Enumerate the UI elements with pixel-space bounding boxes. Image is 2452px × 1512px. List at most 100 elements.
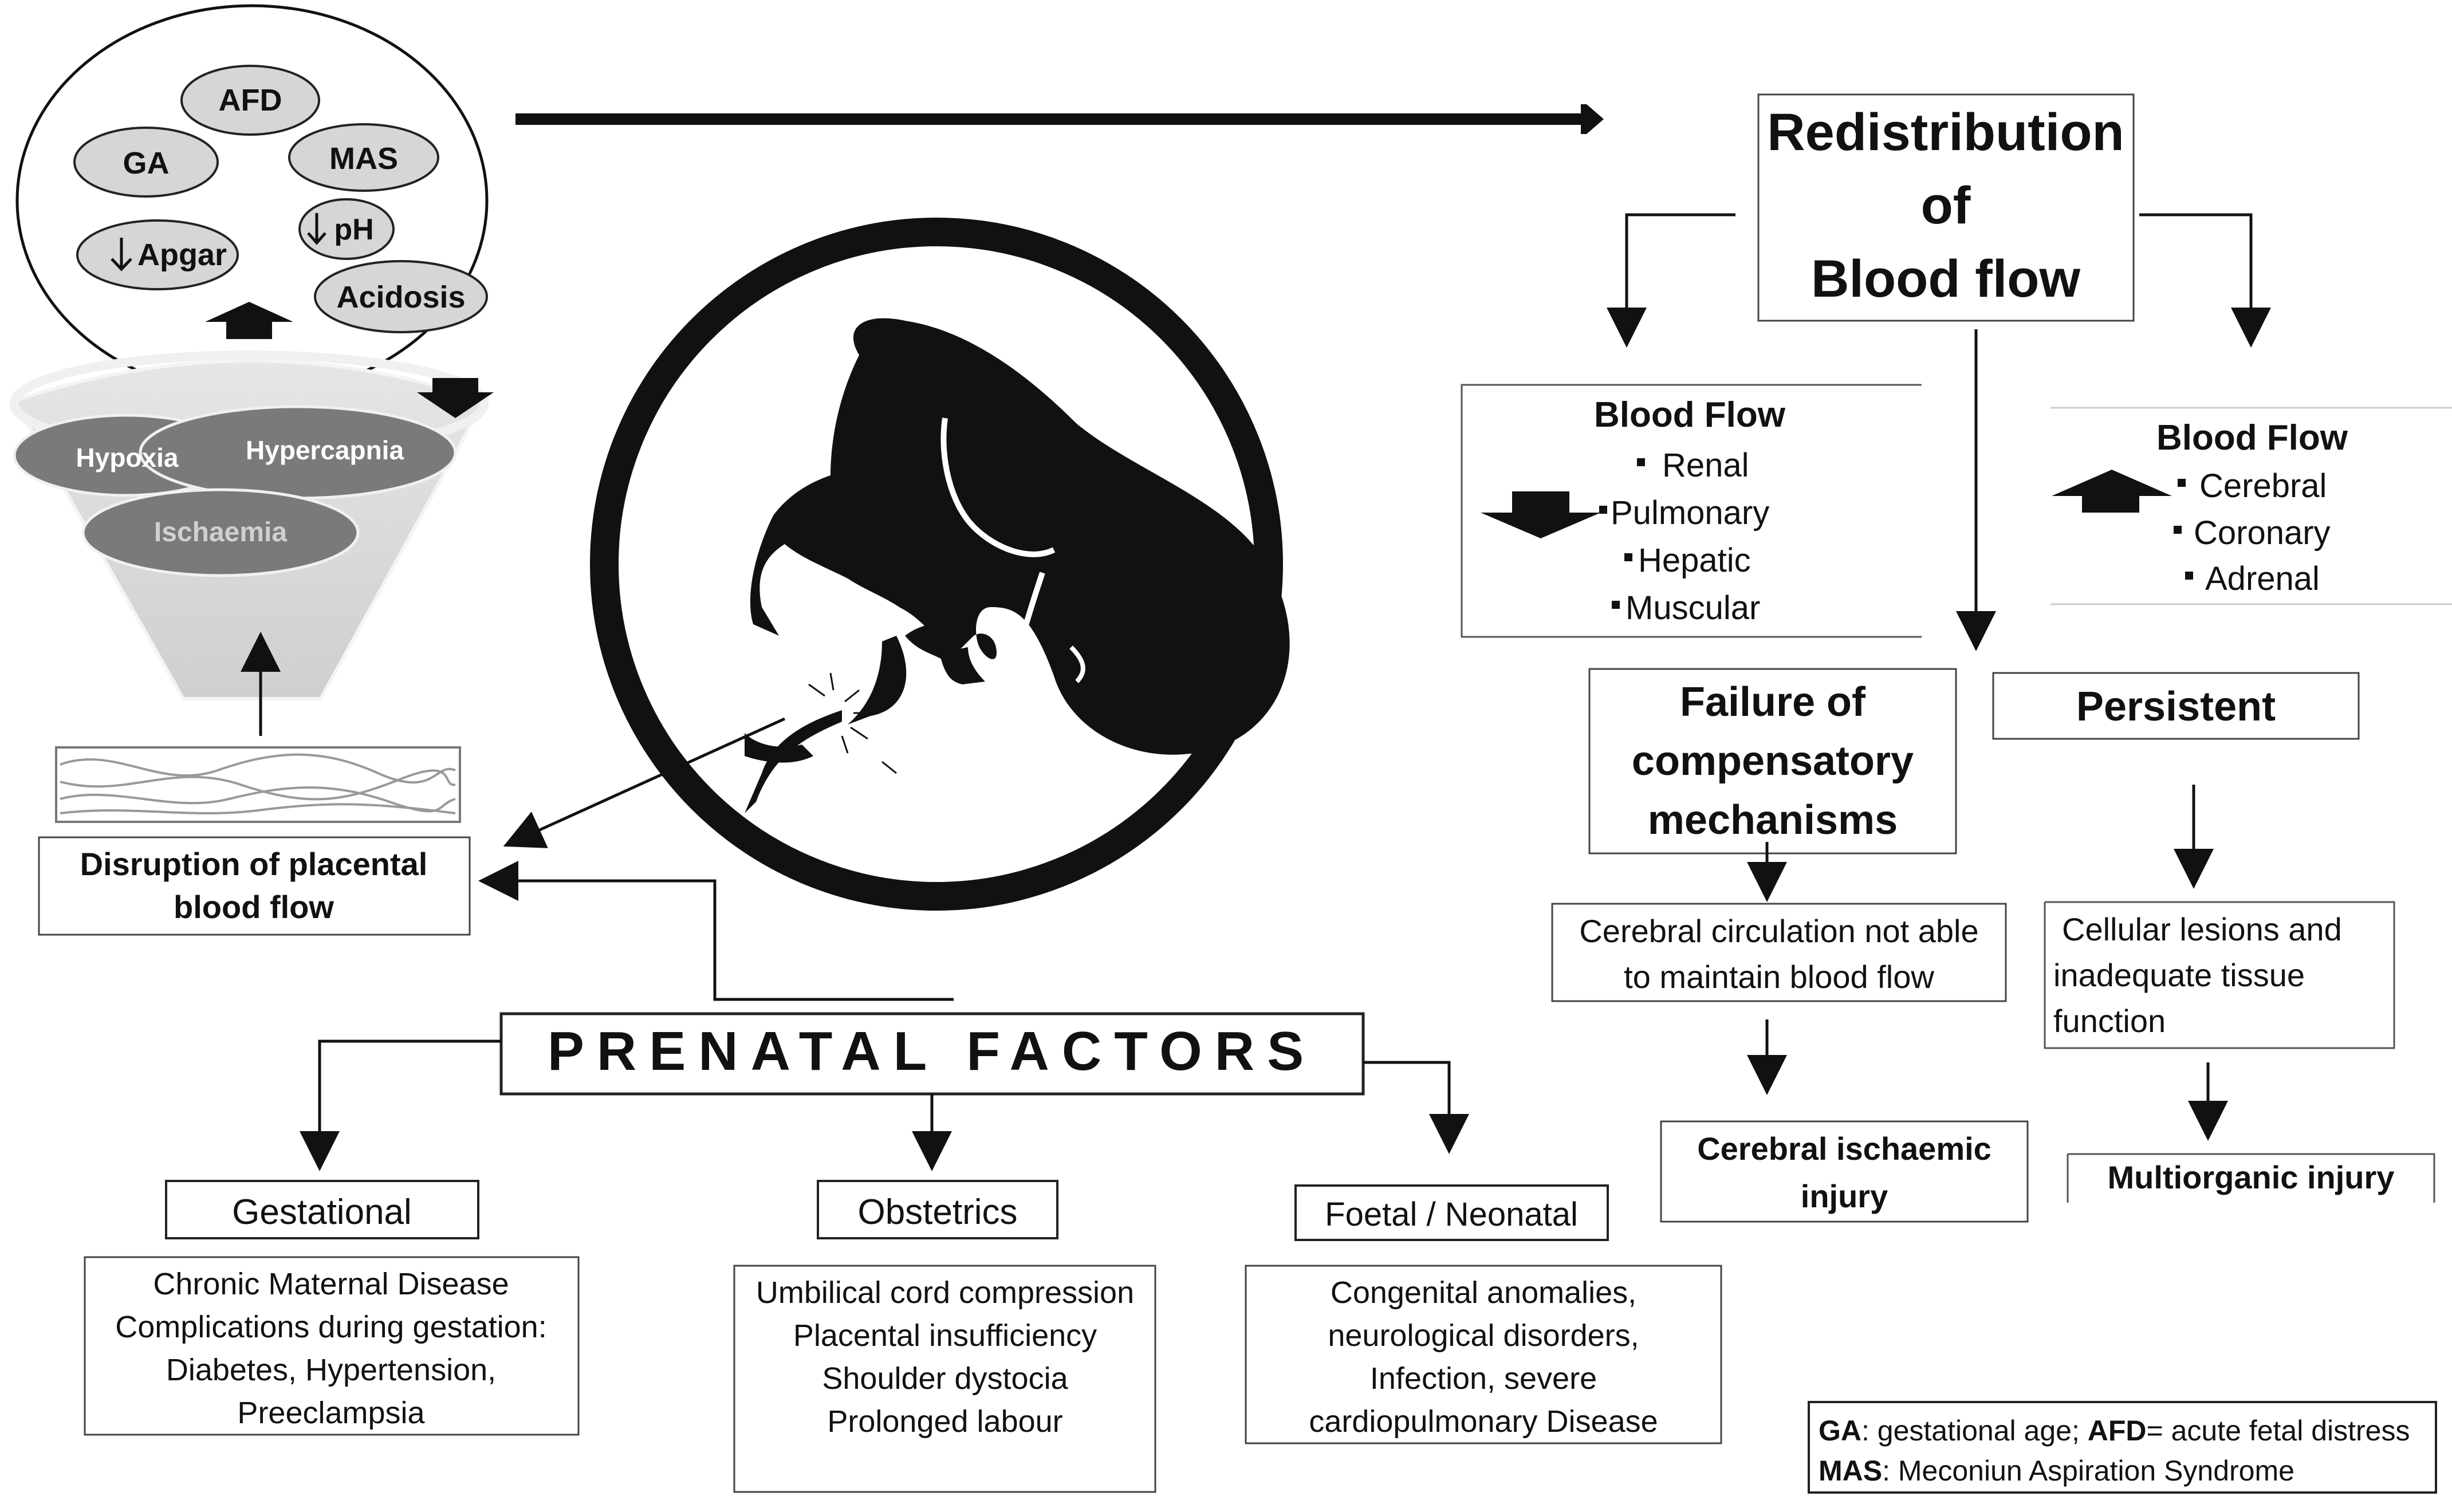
redistribution-box: Redistribution of Blood flow <box>1757 93 2135 322</box>
mas-oval <box>288 123 439 192</box>
obstetrics-title: Obstetrics <box>857 1192 1017 1232</box>
gestational-line4: Preeclampsia <box>237 1396 425 1430</box>
legend-line1: GA: gestational age; AFD= acute fetal di… <box>1819 1415 2410 1447</box>
cord-disruption-mark <box>808 672 897 774</box>
ph-down-arrow-icon <box>307 213 326 245</box>
failure-rect <box>1588 668 1957 855</box>
blood-flow-decrease-frame <box>1461 384 1922 638</box>
mas-label: MAS <box>329 141 398 176</box>
prenatal-factors-box: PRENATAL FACTORS <box>499 1012 1365 1096</box>
disruption-rect <box>38 836 471 936</box>
obstetrics-line2: Placental insufficiency <box>793 1318 1097 1353</box>
hypercapnia-label: Hypercapnia <box>246 435 404 465</box>
multiorganic-box: Multiorganic injury <box>2067 1153 2435 1203</box>
blood-flow-decrease-box: Blood Flow Renal Pulmonary Hepatic Muscu… <box>1461 384 1922 638</box>
prenatal-to-disruption-arrow <box>478 861 954 1001</box>
legend-afd-abbr: AFD <box>2088 1415 2147 1447</box>
redistribution-line1: Redistribution <box>1767 103 2124 162</box>
obstetrics-line3: Shoulder dystocia <box>822 1361 1068 1396</box>
blood-flow-increase-box: Blood Flow Cerebral Coronary Adrenal <box>2050 407 2452 605</box>
legend-ga-abbr: GA <box>1819 1415 1861 1447</box>
ga-oval <box>73 127 219 198</box>
adrenal-label: Adrenal <box>2205 560 2320 597</box>
cellular-frame <box>2044 901 2395 1049</box>
cloud-to-redistribution-arrowhead <box>1581 104 1604 134</box>
blood-flow-up-block-arrow-icon <box>2052 470 2172 513</box>
placenta-band <box>55 746 461 823</box>
multiorganic-label: Multiorganic injury <box>2108 1159 2395 1195</box>
disruption-line2: blood flow <box>174 889 334 925</box>
gestational-title-rect <box>165 1180 479 1239</box>
cerebral-circulation-box: Cerebral circulation not able to maintai… <box>1551 903 2007 1002</box>
cellular-line1: Cellular lesions and <box>2062 911 2342 947</box>
redistribution-left-arrow <box>1607 213 1735 348</box>
muscular-bullet <box>1612 601 1620 609</box>
cerebral-injury-rect <box>1660 1120 2029 1223</box>
afd-oval <box>180 65 320 136</box>
foetal-title-rect <box>1294 1184 1609 1241</box>
persistent-box: Persistent <box>1992 672 2360 740</box>
muscular-label: Muscular <box>1626 589 1760 627</box>
foetal-line4: cardiopulmonary Disease <box>1309 1404 1658 1439</box>
cellular-line3: function <box>2053 1003 2166 1039</box>
cerebral-injury-line2: injury <box>1801 1178 1888 1214</box>
hepatic-label: Hepatic <box>1638 542 1751 579</box>
foetal-group: Foetal / Neonatal Congenital anomalies, … <box>1245 1184 1722 1444</box>
redistribution-rect <box>1757 93 2135 322</box>
adrenal-bullet <box>2185 572 2193 580</box>
up-block-arrow-icon <box>205 302 293 339</box>
redistribution-line2: of <box>1921 176 1971 235</box>
afd-label: AFD <box>219 83 282 117</box>
apgar-label: Apgar <box>137 238 227 272</box>
prenatal-rect <box>499 1012 1365 1096</box>
foetal-line1: Congenital anomalies, <box>1331 1275 1636 1310</box>
cerebral-circulation-line1: Cerebral circulation not able <box>1579 913 1978 949</box>
cerebral-circulation-rect <box>1551 903 2007 1002</box>
pulmonary-bullet <box>1599 506 1607 514</box>
legend-mas-text: : Meconiun Aspiration Syndrome <box>1882 1455 2294 1487</box>
gestational-list-rect <box>84 1256 580 1436</box>
risk-factor-cloud: AFD GA MAS Apgar pH Acidosis <box>15 4 489 397</box>
fetus-silhouette-icon <box>745 318 1290 813</box>
abbreviation-legend: GA: gestational age; AFD= acute fetal di… <box>1808 1401 2437 1494</box>
prenatal-to-gestational-arrow <box>300 1040 501 1171</box>
foetal-title: Foetal / Neonatal <box>1325 1196 1578 1233</box>
redistribution-line3: Blood flow <box>1811 250 2081 308</box>
foetal-line3: Infection, severe <box>1370 1361 1597 1396</box>
failure-line1: Failure of <box>1680 679 1866 725</box>
acidosis-label: Acidosis <box>336 280 465 314</box>
foetal-list-rect <box>1245 1265 1722 1444</box>
cellular-line2: inadequate tissue <box>2053 957 2305 993</box>
gestational-line3: Diabetes, Hypertension, <box>166 1353 496 1387</box>
hepatic-bullet <box>1624 553 1632 561</box>
obstetrics-line4: Prolonged labour <box>827 1404 1062 1439</box>
apgar-oval <box>76 219 239 290</box>
funnel-down-block-arrow-icon <box>417 378 494 418</box>
ischaemia-label: Ischaemia <box>154 517 287 548</box>
pulmonary-label: Pulmonary <box>1611 494 1769 531</box>
legend-mas-abbr: MAS <box>1819 1455 1882 1487</box>
legend-ga-text: : gestational age; <box>1861 1415 2088 1447</box>
apgar-down-arrow-icon <box>111 238 132 271</box>
coronary-label: Coronary <box>2194 514 2331 552</box>
ischaemia-oval <box>81 488 360 577</box>
redistribution-right-arrow <box>2139 213 2271 348</box>
blood-flow-decrease-title: Blood Flow <box>1594 395 1786 435</box>
persistent-label: Persistent <box>2076 684 2276 730</box>
persistent-rect <box>1992 672 2360 740</box>
obstetrics-title-rect <box>817 1180 1058 1239</box>
cerebral-injury-line1: Cerebral ischaemic <box>1697 1131 1991 1167</box>
gestational-line1: Chronic Maternal Disease <box>153 1267 509 1301</box>
renal-bullet <box>1637 458 1645 466</box>
failure-box: Failure of compensatory mechanisms <box>1588 668 1957 855</box>
renal-label: Renal <box>1662 447 1749 484</box>
cellular-box: Cellular lesions and inadequate tissue f… <box>2044 901 2395 1049</box>
gestational-line2: Complications during gestation: <box>115 1310 546 1344</box>
funnel: Hypoxia Hypercapnia Ischaemia <box>10 351 494 736</box>
cerebral-bullet <box>2178 479 2186 487</box>
disruption-line1: Disruption of placental <box>80 846 428 882</box>
blood-flow-increase-title: Blood Flow <box>2156 418 2348 458</box>
cord-to-disruption-arrow <box>503 717 786 848</box>
